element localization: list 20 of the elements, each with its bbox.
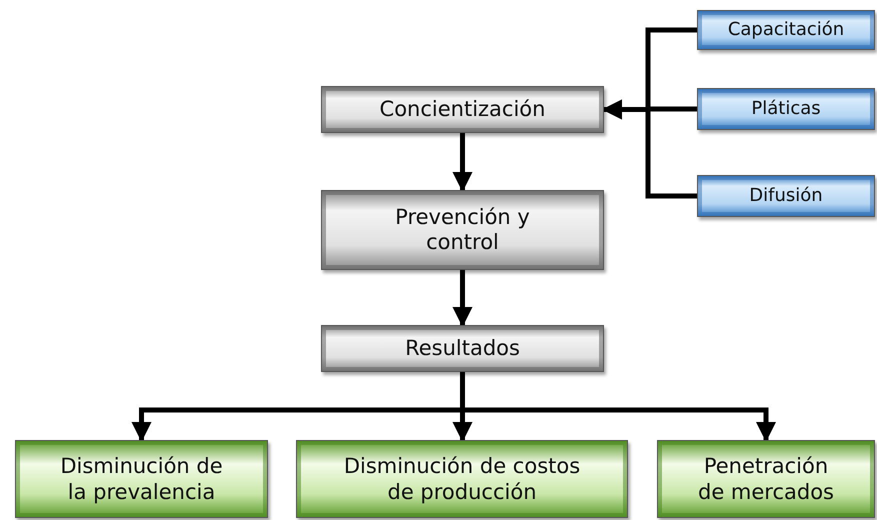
box-label: Pláticas (751, 98, 821, 120)
box-label: Capacitación (728, 19, 844, 41)
outcome-box (296, 440, 628, 518)
process-box (321, 325, 604, 372)
box-label: Disminución de costos de producción (342, 452, 582, 506)
input-box (697, 175, 875, 217)
outcome-box (657, 440, 875, 518)
box-label: Disminución de la prevalencia (59, 452, 224, 506)
process-box (321, 86, 604, 133)
box-label: Penetración de mercados (696, 452, 835, 506)
input-box (697, 10, 875, 50)
box-label: Resultados (405, 336, 520, 362)
arrow (452, 270, 472, 327)
box-label: Concientización (380, 96, 546, 122)
box-label: Prevención y control (394, 204, 531, 256)
box-label: Difusión (749, 185, 823, 207)
process-box (321, 190, 604, 270)
outcome-box (15, 440, 268, 518)
arrow (452, 133, 472, 192)
input-box (697, 88, 875, 130)
